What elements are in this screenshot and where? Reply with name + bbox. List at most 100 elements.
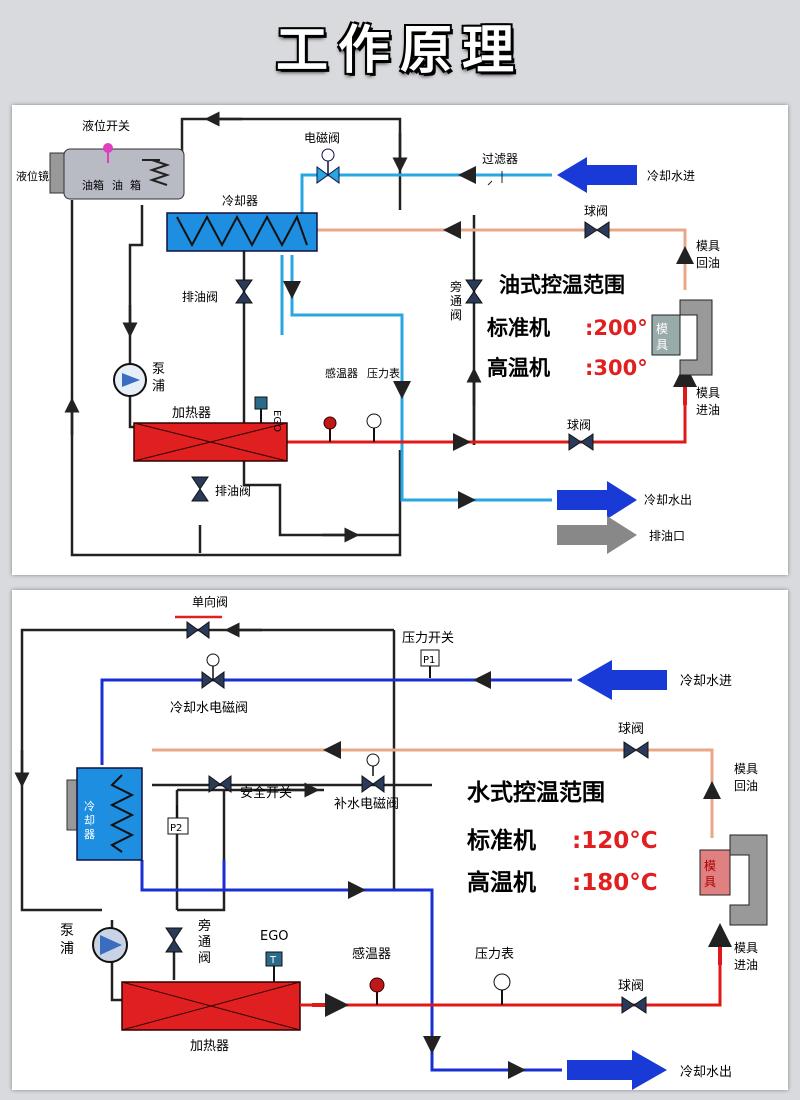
high-value: :300° [585, 356, 648, 380]
pressure-gauge: 压力表 [366, 366, 400, 442]
refill-solenoid-label: 补水电磁阀 [334, 797, 399, 812]
water-return-line [152, 748, 714, 838]
safety-switch-label: 安全开关 [240, 785, 292, 801]
oil-return-line [317, 228, 687, 275]
drain-valve-top: 排油阀 [182, 279, 253, 304]
cooling-water-out-arrow: 冷却水出 [567, 1050, 732, 1090]
drain-valve-bottom: 排油阀 [191, 476, 251, 502]
hot-oil-line [287, 375, 687, 444]
pump-label: 浦 [152, 379, 165, 394]
cooling-water-out-label: 冷却水出 [644, 493, 692, 507]
p2-label: P2 [170, 823, 182, 834]
range-title: 水式控温范围 [467, 779, 605, 806]
cooler: 冷却器 [166, 194, 318, 252]
solenoid-valve: 电磁阀 [304, 130, 340, 184]
heater: 加热器 EGO [133, 396, 288, 462]
water-type-schematic: 单向阀 P1 压力开关 冷却水电磁阀 冷却水进 [14, 594, 768, 1090]
pressure-gauge-label: 压力表 [475, 947, 514, 962]
bypass-valve: 旁 通 阀 [165, 918, 211, 966]
ball-valve-top: 球阀 [618, 722, 649, 759]
check-valve: 单向阀 [175, 594, 228, 639]
ball-valve-label: 球阀 [618, 722, 644, 737]
ball-valve-label: 球阀 [584, 204, 608, 218]
ball-valve-label: 球阀 [567, 418, 591, 432]
oil-drain-arrow: 排油口 [557, 516, 685, 554]
cooler-label: 冷 [84, 800, 95, 813]
pump: 泵 浦 [113, 362, 165, 397]
bypass-valve: 旁 通 阀 [450, 279, 483, 322]
pump-label: 泵 [152, 362, 165, 377]
water-type-diagram-panel: 单向阀 P1 压力开关 冷却水电磁阀 冷却水进 [12, 590, 788, 1090]
bypass-label: 旁 [450, 279, 462, 294]
temperature-sensor: 感温器 [323, 367, 358, 442]
pressure-switch-label: 压力开关 [402, 631, 454, 646]
range-title: 油式控温范围 [499, 273, 625, 297]
mold-return-label: 回油 [734, 779, 758, 793]
mold-label: 具 [656, 338, 668, 352]
heater-label: 加热器 [172, 406, 211, 421]
cooling-water-in-arrow: 冷却水进 [577, 660, 732, 700]
mold-in-label: 模具 [734, 941, 758, 955]
oil-tank-label: 箱 [130, 178, 141, 192]
filter-label: 过滤器 [482, 152, 518, 166]
mold-label: 模 [704, 859, 716, 873]
solenoid-valve-label: 电磁阀 [304, 130, 340, 145]
heater-label: 加热器 [190, 1039, 229, 1054]
cooling-water-out-label: 冷却水出 [680, 1065, 732, 1080]
ball-valve-bottom: 球阀 [618, 979, 647, 1014]
standard-label: 标准机 [487, 316, 550, 340]
bypass-label: 阀 [198, 951, 211, 966]
mold-return-label: 模具 [734, 762, 758, 776]
ball-valve-top: 球阀 [584, 204, 610, 239]
oil-tank-label: 油箱 [82, 178, 104, 192]
t-label: T [269, 955, 277, 966]
p2-sensor: P2 [167, 805, 189, 835]
mold-label: 具 [704, 875, 716, 889]
mold-label: 模 [656, 322, 668, 336]
cooling-solenoid-label: 冷却水电磁阀 [170, 701, 248, 716]
bypass-label: 通 [198, 935, 211, 950]
check-valve-label: 单向阀 [192, 594, 228, 609]
cooler-label: 冷却器 [222, 194, 258, 208]
bypass-label: 通 [450, 294, 462, 308]
ball-valve-bottom: 球阀 [567, 418, 594, 451]
oil-drain-label: 排油口 [649, 529, 685, 543]
cooling-water-in-label: 冷却水进 [680, 674, 732, 689]
pump-label: 浦 [60, 941, 74, 957]
mold-in-label: 进油 [734, 958, 758, 972]
pump-label: 泵 [60, 923, 74, 939]
drain-valve-label: 排油阀 [215, 484, 251, 498]
high-value: :180°C [572, 870, 658, 896]
oil-type-diagram-panel: 液位开关 液位镜 油箱 油 箱 冷却器 电磁阀 过滤器 冷却水进 [12, 105, 788, 575]
standard-value: :120°C [572, 828, 658, 854]
oil-tank: 液位开关 液位镜 油箱 油 箱 [16, 118, 185, 200]
pressure-gauge: 压力表 [475, 947, 514, 1005]
cooling-water-out-arrow: 冷却水出 [557, 481, 692, 519]
level-switch-label: 液位开关 [82, 118, 130, 133]
standard-label: 标准机 [467, 828, 536, 854]
filter: 过滤器 [482, 152, 518, 186]
water-range-info: 水式控温范围 标准机 :120°C 高温机 :180°C [467, 779, 658, 896]
oil-range-info: 油式控温范围 标准机 :200° 高温机 :300° [487, 273, 648, 380]
high-label: 高温机 [467, 869, 536, 896]
temp-sensor-label: 感温器 [352, 946, 391, 962]
pressure-switch: P1 压力开关 [402, 631, 454, 678]
oil-type-schematic: 液位开关 液位镜 油箱 油 箱 冷却器 电磁阀 过滤器 冷却水进 [16, 111, 720, 557]
oil-tank-label: 油 [112, 178, 123, 192]
cooling-water-in-label: 冷却水进 [647, 169, 695, 183]
pressure-gauge-label: 压力表 [367, 366, 400, 380]
refill-solenoid-valve: 补水电磁阀 [334, 753, 399, 812]
mold: 模 具 模具 进油 [699, 834, 768, 972]
standard-value: :200° [585, 316, 648, 340]
hot-water-line [300, 930, 722, 1007]
temperature-sensor: 感温器 [352, 946, 391, 1005]
high-label: 高温机 [487, 356, 550, 380]
mold-in-label: 进油 [696, 403, 720, 417]
cooler-label: 却 [84, 814, 95, 827]
cooling-water-lines [100, 678, 572, 1072]
safety-switch-valve: 安全开关 [208, 775, 292, 801]
cooler-label: 器 [84, 828, 95, 841]
bypass-label: 旁 [198, 918, 211, 934]
heater: 加热器 T EGO [121, 929, 301, 1054]
p1-label: P1 [423, 655, 435, 666]
